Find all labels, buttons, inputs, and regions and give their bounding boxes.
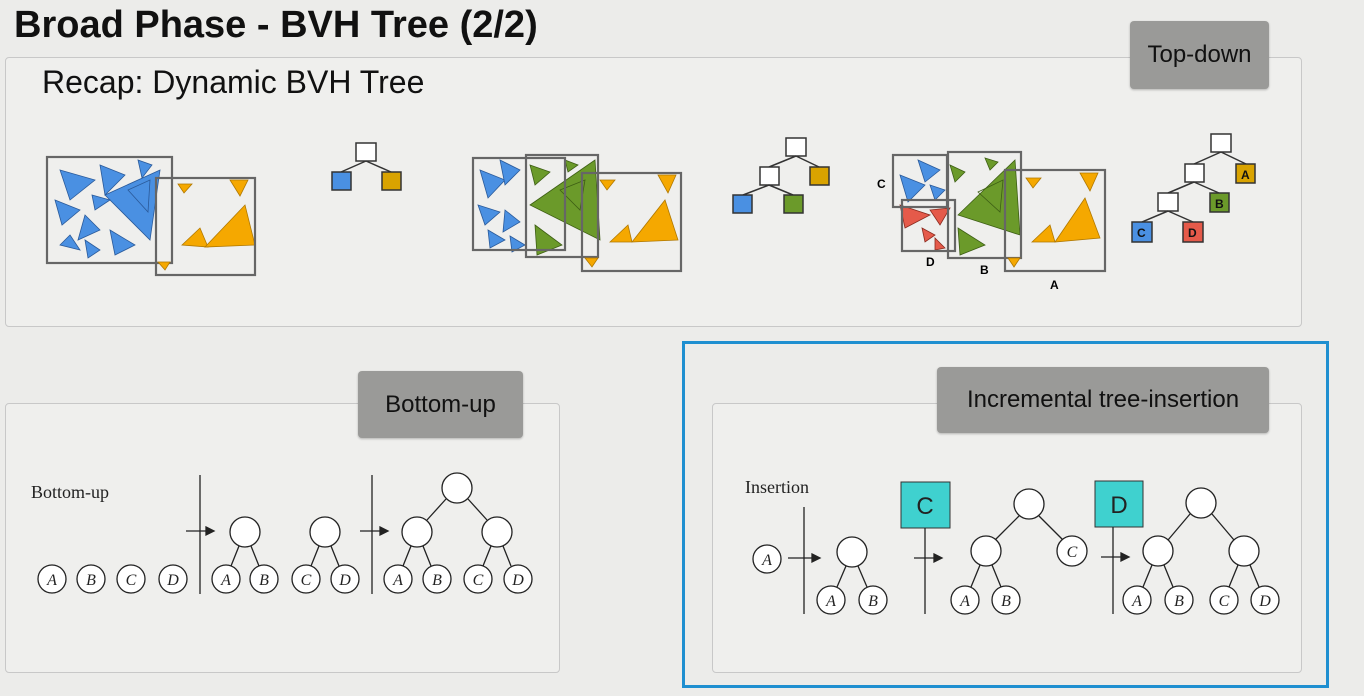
slide-title: Broad Phase - BVH Tree (2/2) [14, 4, 538, 46]
bottom-up-panel [5, 403, 560, 673]
top-down-tag: Top-down [1130, 21, 1269, 89]
highlight-frame [682, 341, 1329, 688]
insertion-tag: Incremental tree-insertion [937, 367, 1269, 433]
insertion-panel [712, 403, 1302, 673]
recap-label: Recap: Dynamic BVH Tree [42, 64, 425, 100]
bottom-up-tag: Bottom-up [358, 371, 523, 438]
